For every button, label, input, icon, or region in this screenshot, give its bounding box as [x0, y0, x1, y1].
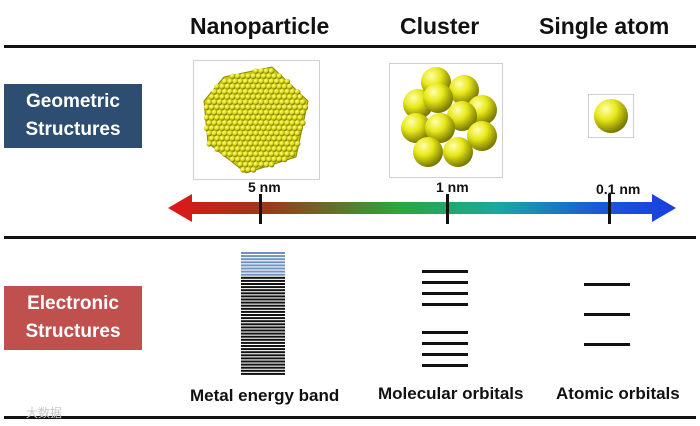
- tick-0.1nm: [608, 194, 611, 224]
- electronic-label-line2: Structures: [25, 321, 121, 342]
- header-cluster: Cluster: [400, 13, 480, 39]
- geometric-structures-label: Geometric Structures: [4, 84, 142, 148]
- nanoparticle-image: [193, 60, 320, 180]
- header-single-atom: Single atom: [539, 13, 670, 39]
- label-metal-energy-band: Metal energy band: [190, 386, 340, 405]
- electronic-label-line1: Electronic: [27, 293, 119, 314]
- nanoparticle-sphere-cluster-icon: [203, 66, 309, 174]
- scale-label-5nm: 5 nm: [248, 179, 281, 195]
- geometric-label-line1: Geometric: [26, 91, 120, 112]
- cluster-spheres-icon: [401, 67, 497, 167]
- single-atom-image: [588, 94, 634, 138]
- single-atom-sphere-icon: [594, 99, 628, 133]
- molecular-orbital-levels: [422, 270, 468, 367]
- header-nanoparticle: Nanoparticle: [190, 13, 330, 39]
- top-rule: [4, 45, 696, 48]
- bottom-rule: [4, 416, 696, 419]
- metal-energy-band: [241, 252, 285, 375]
- scale-label-1nm: 1 nm: [436, 179, 469, 195]
- electronic-structures-label: Electronic Structures: [4, 286, 142, 350]
- scale-label-0.1nm: 0.1 nm: [596, 181, 641, 197]
- size-scale-arrow: [168, 194, 676, 224]
- watermark: 大数据: [26, 406, 63, 420]
- label-molecular-orbitals: Molecular orbitals: [378, 384, 524, 403]
- tick-5nm: [259, 194, 262, 224]
- geometric-label-line2: Structures: [25, 119, 121, 140]
- tick-1nm: [446, 194, 449, 224]
- cluster-image: [389, 63, 503, 178]
- atomic-orbital-levels: [584, 283, 630, 346]
- label-atomic-orbitals: Atomic orbitals: [556, 384, 680, 403]
- middle-rule: [4, 236, 696, 239]
